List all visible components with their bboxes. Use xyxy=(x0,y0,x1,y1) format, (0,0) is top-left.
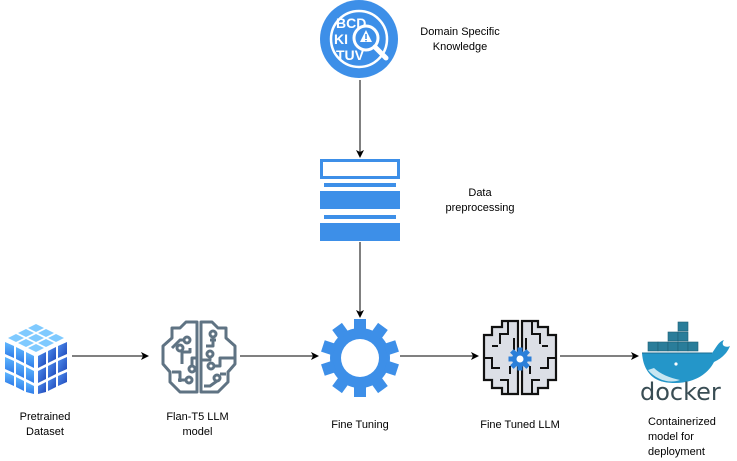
finetune-label-line1: Fine Tuning xyxy=(331,419,389,431)
fine-tuning-label: Fine Tuning xyxy=(315,418,405,433)
docker-label-line3: deployment xyxy=(648,446,705,458)
pretrained-label-line1: Pretrained xyxy=(19,411,71,423)
flan-t5-label: Flan-T5 LLM model xyxy=(150,410,245,440)
domain-knowledge-label: Domain Specific Knowledge xyxy=(415,25,505,55)
flan-label-line2: model xyxy=(182,426,213,438)
docker-label-line1: Containerized xyxy=(648,416,716,428)
knowledge-letters-row2: KI xyxy=(334,31,348,47)
pretrained-label-line2: Dataset xyxy=(26,426,64,438)
preproc-label-line2: preprocessing xyxy=(445,202,515,214)
domain-label-line2: Knowledge xyxy=(432,41,488,53)
containerized-model-label: Containerized model for deployment xyxy=(648,415,737,460)
docker-wordmark: docker xyxy=(640,378,721,402)
docker-whale-icon: docker xyxy=(640,320,737,406)
gear-icon xyxy=(320,318,400,398)
circuit-brain-icon xyxy=(158,318,240,396)
preproc-label-line1: Data xyxy=(468,187,492,199)
knowledge-search-icon: BCD KI TUV xyxy=(318,0,400,80)
tuned-label-line1: Fine Tuned LLM xyxy=(480,419,560,431)
data-preprocessing-label: Data preprocessing xyxy=(440,186,520,216)
docker-label-line2: model for xyxy=(648,431,694,443)
domain-label-line1: Domain Specific xyxy=(420,26,500,38)
data-stack-icon xyxy=(320,159,402,241)
pretrained-dataset-label: Pretrained Dataset xyxy=(0,410,90,440)
data-cube-icon xyxy=(2,320,70,394)
brain-gear-icon xyxy=(480,318,560,396)
knowledge-letters-row3: TUV xyxy=(336,47,365,63)
fine-tuned-llm-label: Fine Tuned LLM xyxy=(470,418,570,433)
flan-label-line1: Flan-T5 LLM xyxy=(166,411,229,423)
